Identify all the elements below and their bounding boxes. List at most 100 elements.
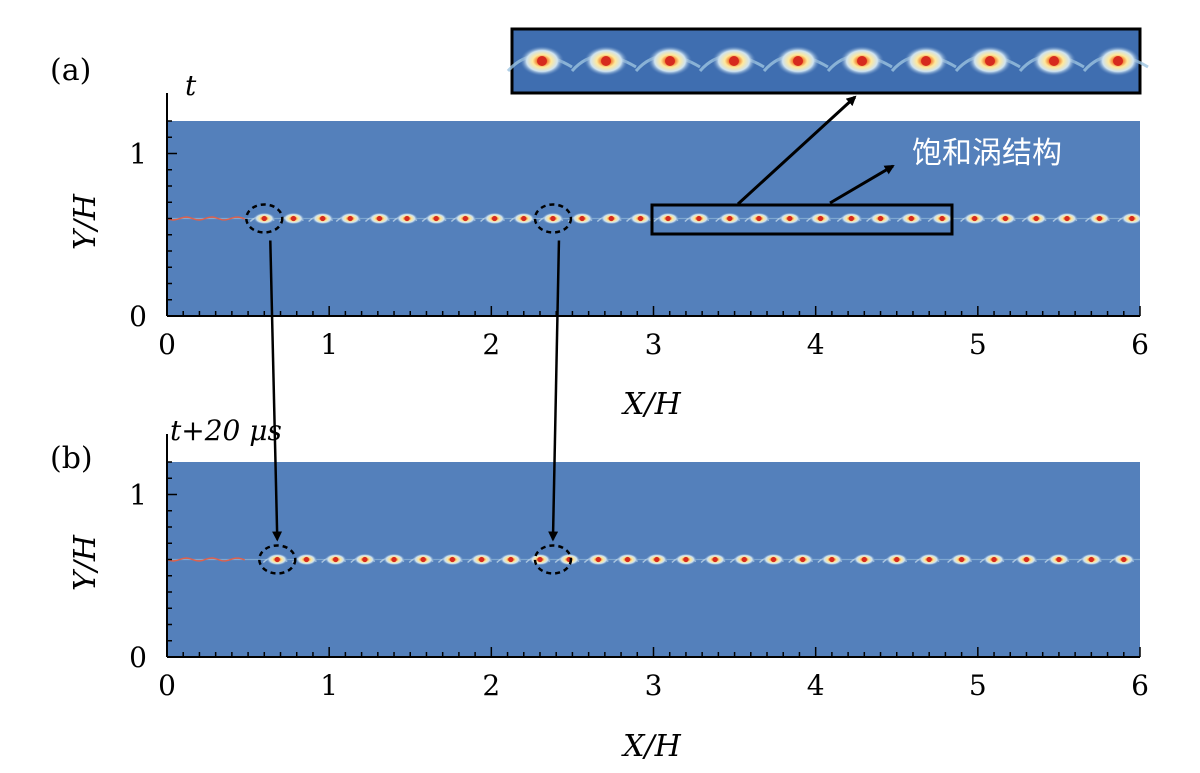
vortex-core: [608, 215, 614, 222]
vortex-core: [665, 215, 671, 222]
vortex-core: [1002, 215, 1009, 222]
x-tick-label: 3: [645, 328, 663, 361]
vortex-core: [939, 215, 945, 222]
x-tick-label: 1: [320, 328, 338, 361]
vortex: [882, 553, 908, 566]
inset-vortex-core: [857, 56, 867, 66]
vortex: [775, 212, 801, 225]
inset-vortex: [1082, 46, 1149, 76]
vortex-core: [712, 556, 718, 563]
vortex: [849, 553, 876, 566]
vortex: [421, 212, 448, 225]
vortex-core: [829, 556, 835, 563]
vortex: [671, 553, 697, 566]
vortex: [583, 553, 610, 566]
vortex-core: [696, 215, 702, 222]
vortex-core: [449, 556, 456, 563]
vortex-core: [376, 215, 383, 222]
panel-b-x-label: X/H: [621, 729, 681, 764]
vortex: [960, 212, 986, 225]
vortex-core: [290, 215, 297, 222]
tracking-arrow: [269, 240, 283, 542]
vortex-core: [1096, 215, 1103, 222]
vortex-core: [347, 215, 353, 222]
vortex-core: [521, 215, 527, 222]
vortex-core: [959, 556, 965, 563]
saturated-vortex-box: [650, 203, 954, 236]
vortex: [979, 553, 1006, 566]
vortex-tracking: [245, 203, 573, 575]
vortex-core: [624, 556, 631, 563]
panel-b-vortex-street: [167, 553, 1140, 566]
x-tick-label: 5: [969, 328, 987, 361]
vortex: [364, 212, 391, 225]
x-tick-label: 2: [482, 328, 500, 361]
panel-a-x-label: X/H: [621, 387, 681, 422]
inset-zoom: [506, 27, 1149, 95]
x-tick-label: 2: [482, 669, 500, 702]
inset-vortex: [762, 46, 829, 76]
x-tick-label: 4: [807, 328, 825, 361]
vortex-core: [1033, 215, 1039, 222]
vortex-core: [303, 556, 310, 563]
x-tick-label: 5: [969, 669, 987, 702]
vortex-core: [274, 556, 280, 563]
vortex-core: [420, 556, 426, 563]
vortex: [538, 212, 564, 225]
inset-vortex-core: [1113, 56, 1123, 66]
vortex: [758, 553, 785, 566]
vortex-core: [261, 215, 267, 222]
vortex-core: [848, 215, 854, 222]
vortex: [496, 553, 522, 566]
inset-vortex-core: [985, 56, 995, 66]
inlet-filament: [167, 216, 246, 221]
vortex-core: [550, 215, 556, 222]
vortex: [1011, 553, 1038, 566]
vortex-core: [404, 215, 410, 222]
vortex: [308, 212, 334, 225]
vortex: [653, 212, 680, 225]
vortex: [509, 212, 535, 225]
y-tick-label: 1: [129, 138, 147, 171]
inset-vortex: [890, 46, 957, 76]
vortex-core: [683, 556, 689, 563]
x-tick-label: 4: [807, 669, 825, 702]
vortex-core: [894, 556, 900, 563]
vortex-core: [817, 215, 824, 222]
vortex: [896, 212, 923, 225]
arrow-to-inset: [736, 95, 857, 206]
inset-vortex-core: [921, 56, 931, 66]
vortex-core: [727, 215, 733, 222]
vortex: [642, 553, 668, 566]
inset-vortex: [634, 46, 701, 76]
vortex: [700, 553, 727, 566]
inset-vortex-core: [793, 56, 803, 66]
x-tick-label: 6: [1131, 328, 1149, 361]
inset-vortex: [1018, 46, 1085, 76]
y-tick-label: 0: [129, 641, 147, 674]
vortex: [467, 553, 493, 566]
vortex: [379, 553, 406, 566]
vortex: [1084, 212, 1111, 225]
x-tick-label: 1: [320, 669, 338, 702]
panel-b-time-label: t+20 μs: [170, 414, 282, 447]
vortex: [480, 212, 506, 225]
inset-vortex-core: [537, 56, 547, 66]
x-tick-label: 0: [158, 328, 176, 361]
vortex: [836, 212, 863, 225]
vortex-core: [320, 215, 326, 222]
vortex-core: [1023, 556, 1030, 563]
vortex-core: [787, 215, 793, 222]
panel-b-label: (b): [50, 441, 93, 476]
vortex-core: [595, 556, 601, 563]
vortex-core: [462, 215, 468, 222]
vortex: [866, 212, 892, 225]
vortex: [554, 553, 581, 566]
vortex: [625, 212, 652, 225]
inset-vortices: [506, 46, 1149, 76]
vortex: [927, 212, 954, 225]
